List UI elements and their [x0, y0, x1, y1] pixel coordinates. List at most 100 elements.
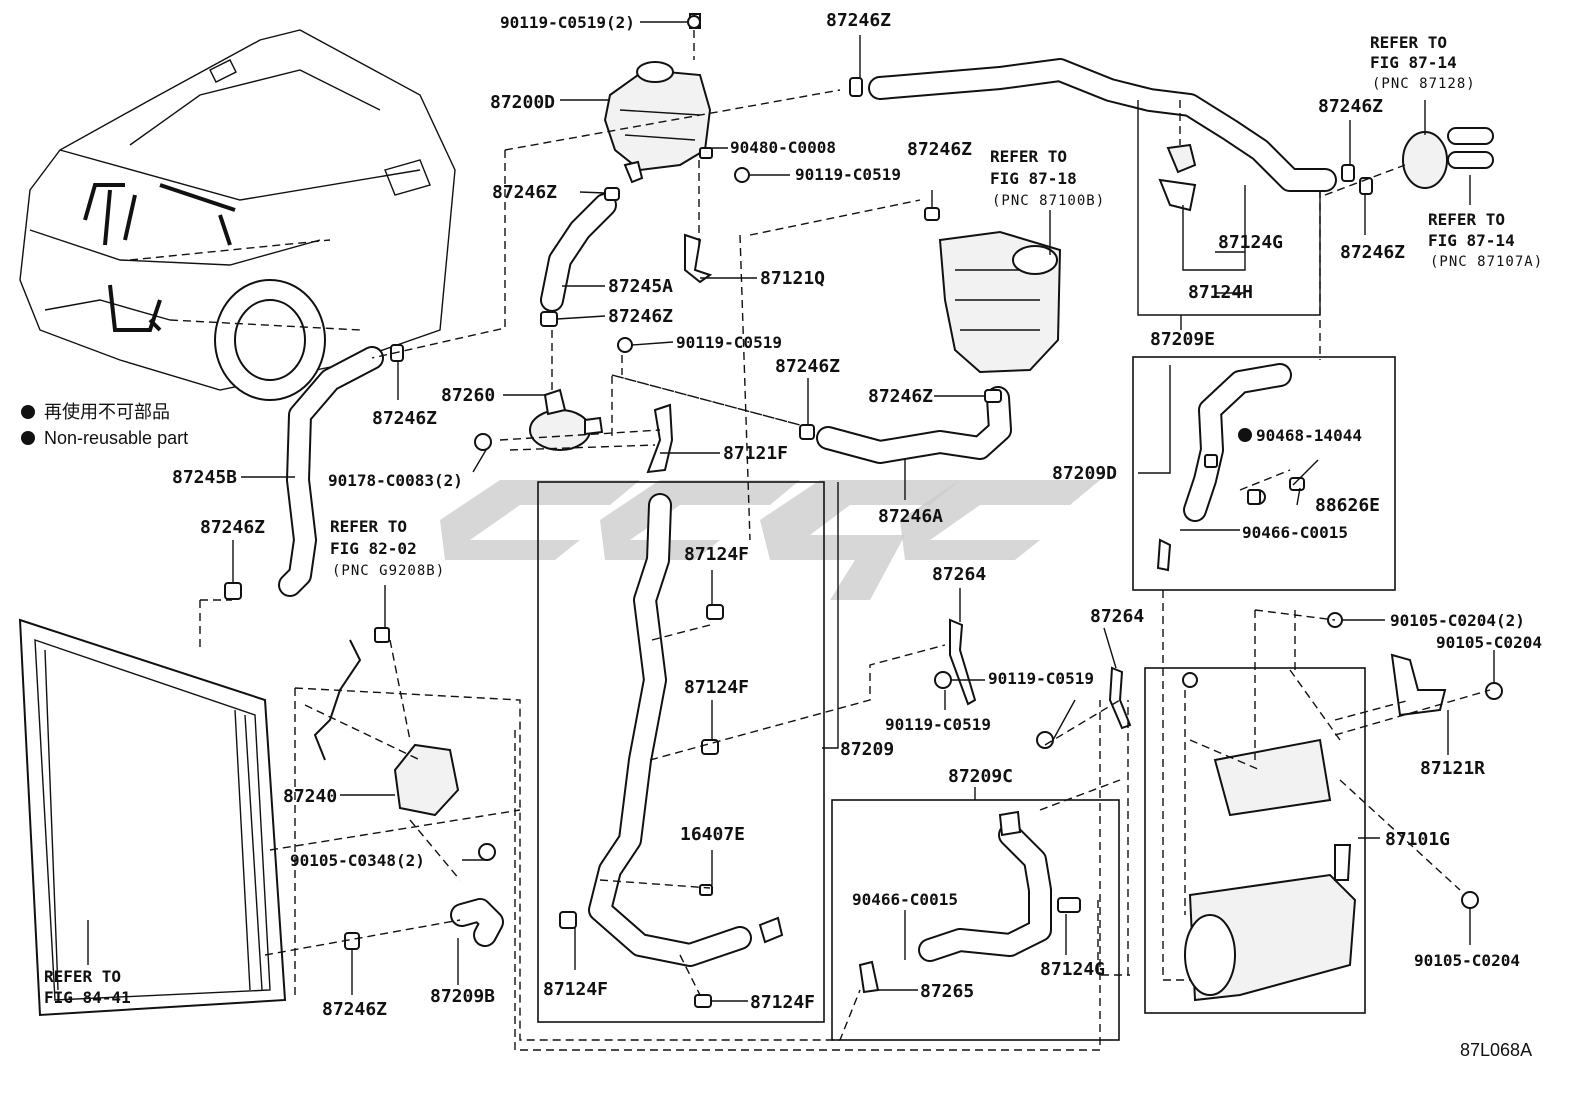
- ref-fig-87-14-b: REFER TO FIG 87-14 (PNC 87107A): [1428, 210, 1543, 270]
- label-87246z-top: 87246Z: [826, 10, 891, 31]
- dashed-lines: [199, 30, 1491, 1051]
- part-labels: 90119-C0519(2) 87246Z 87200D 90480-C0008…: [172, 10, 1542, 1020]
- label-87260: 87260: [441, 385, 495, 406]
- water-pump: [529, 388, 604, 451]
- label-87246z-g: 87246Z: [200, 517, 265, 538]
- label-87101g: 87101G: [1385, 829, 1450, 850]
- label-90119-c0519-d: 90119-C0519: [885, 715, 991, 734]
- svg-text:REFER TO: REFER TO: [1370, 33, 1447, 52]
- reference-notes: REFER TO FIG 87-14 (PNC 87128) REFER TO …: [44, 33, 1543, 1007]
- svg-text:REFER TO: REFER TO: [990, 147, 1067, 166]
- bracket-87121r: [1390, 653, 1447, 717]
- diagram-code: 87L068A: [1460, 1040, 1532, 1060]
- hose-87245b: [278, 346, 384, 597]
- svg-text:(PNC G9208B): (PNC G9208B): [332, 563, 445, 579]
- ref-fig-82-02: REFER TO FIG 82-02 (PNC G9208B): [330, 517, 445, 579]
- ref-fig-84-41: REFER TO FIG 84-41: [44, 967, 131, 1007]
- label-90105-c0204-2: 90105-C0204(2): [1390, 611, 1525, 630]
- label-87246z-c: 87246Z: [608, 306, 673, 327]
- hose-87209d: [1183, 363, 1292, 522]
- svg-text:REFER TO: REFER TO: [1428, 210, 1505, 229]
- label-87121f: 87121F: [723, 443, 788, 464]
- group-box-87209d: [1132, 356, 1396, 591]
- label-87124f-b: 87124F: [684, 677, 749, 698]
- bolts: [474, 15, 1503, 909]
- non-reusable-dot-icon: [1238, 428, 1252, 442]
- label-87246z-r2: 87246Z: [1340, 242, 1405, 263]
- label-87209c: 87209C: [948, 766, 1013, 787]
- label-90119-c0519-2: 90119-C0519(2): [500, 13, 635, 32]
- label-87124h: 87124H: [1188, 282, 1253, 303]
- legend: 再使用不可部品 Non-reusable part: [21, 402, 188, 448]
- svg-text:REFER TO: REFER TO: [44, 967, 121, 986]
- svg-text:FIG 84-41: FIG 84-41: [44, 988, 131, 1007]
- hose-87209c: [918, 823, 1052, 962]
- vehicle-sketch: [19, 29, 456, 401]
- label-87246z-b: 87246Z: [492, 182, 557, 203]
- dot-icon: [21, 431, 35, 445]
- heat-exchanger: [1402, 127, 1494, 189]
- label-90178-c0083-2: 90178-C0083(2): [328, 471, 463, 490]
- electric-pump: [313, 627, 460, 817]
- hose-87209: [588, 493, 752, 967]
- label-87124g: 87124G: [1218, 232, 1283, 253]
- label-87121q: 87121Q: [760, 268, 825, 289]
- svg-text:(PNC 87107A): (PNC 87107A): [1430, 254, 1543, 270]
- label-87245b: 87245B: [172, 467, 237, 488]
- svg-text:FIG 87-14: FIG 87-14: [1370, 53, 1457, 72]
- label-16407e: 16407E: [680, 824, 745, 845]
- label-87209: 87209: [840, 739, 894, 760]
- svg-text:FIG 87-14: FIG 87-14: [1428, 231, 1515, 250]
- group-box-87209: [537, 481, 825, 1023]
- label-90480-c0008: 90480-C0008: [730, 138, 836, 157]
- label-90119-c0519-b: 90119-C0519: [676, 333, 782, 352]
- ref-fig-87-18: REFER TO FIG 87-18 (PNC 87100B): [990, 147, 1105, 209]
- connectors: [699, 454, 1261, 994]
- ref-fig-87-14-a: REFER TO FIG 87-14 (PNC 87128): [1370, 33, 1476, 92]
- label-90119-c0519-a: 90119-C0519: [795, 165, 901, 184]
- svg-text:(PNC 87100B): (PNC 87100B): [992, 193, 1105, 209]
- svg-text:REFER TO: REFER TO: [330, 517, 407, 536]
- radiator: [18, 618, 287, 1017]
- label-87124f-c: 87124F: [543, 979, 608, 1000]
- label-87209b: 87209B: [430, 986, 495, 1007]
- label-87200d: 87200D: [490, 92, 555, 113]
- legend-cn: 再使用不可部品: [44, 402, 170, 422]
- label-87246z-d: 87246Z: [775, 356, 840, 377]
- label-87240: 87240: [283, 786, 337, 807]
- legend-en: Non-reusable part: [44, 428, 188, 448]
- leader-lines: [87, 21, 1495, 1002]
- label-87124g-b: 87124G: [1040, 959, 1105, 980]
- label-87246z-inv: 87246Z: [907, 139, 972, 160]
- label-87246a: 87246A: [878, 506, 943, 527]
- label-87264-a: 87264: [932, 564, 986, 585]
- hose-upper-long: [868, 58, 1337, 192]
- label-90468-14044: 90468-14044: [1256, 426, 1362, 445]
- svg-text:FIG 82-02: FIG 82-02: [330, 539, 417, 558]
- label-87246z-bot: 87246Z: [322, 999, 387, 1020]
- label-87246z-f: 87246Z: [372, 408, 437, 429]
- hose-87246a: [816, 386, 1012, 464]
- label-87246z-e: 87246Z: [868, 386, 933, 407]
- label-87209d: 87209D: [1052, 463, 1117, 484]
- dot-icon: [21, 405, 35, 419]
- label-87209e: 87209E: [1150, 329, 1215, 350]
- clamps: [224, 77, 1373, 1008]
- label-87121r: 87121R: [1420, 758, 1485, 779]
- svg-text:FIG 87-18: FIG 87-18: [990, 169, 1077, 188]
- label-90466-c0015-b: 90466-C0015: [852, 890, 958, 909]
- bracket-87121q: [684, 233, 713, 284]
- svg-text:(PNC 87128): (PNC 87128): [1372, 76, 1476, 92]
- bracket-lines: [1137, 100, 1321, 316]
- watermark-logo: [440, 480, 1100, 600]
- hose-87209b: [450, 898, 504, 947]
- bracket-87121f: [646, 403, 674, 474]
- label-90105-c0204-b: 90105-C0204: [1414, 951, 1520, 970]
- heater-core: [1184, 738, 1357, 1002]
- label-90105-c0204-a: 90105-C0204: [1436, 633, 1542, 652]
- inverter-unit: [938, 230, 1062, 374]
- bracket-87264: [949, 618, 1132, 730]
- label-87124f-d: 87124F: [750, 992, 815, 1013]
- group-box-87209c: [831, 799, 1120, 1041]
